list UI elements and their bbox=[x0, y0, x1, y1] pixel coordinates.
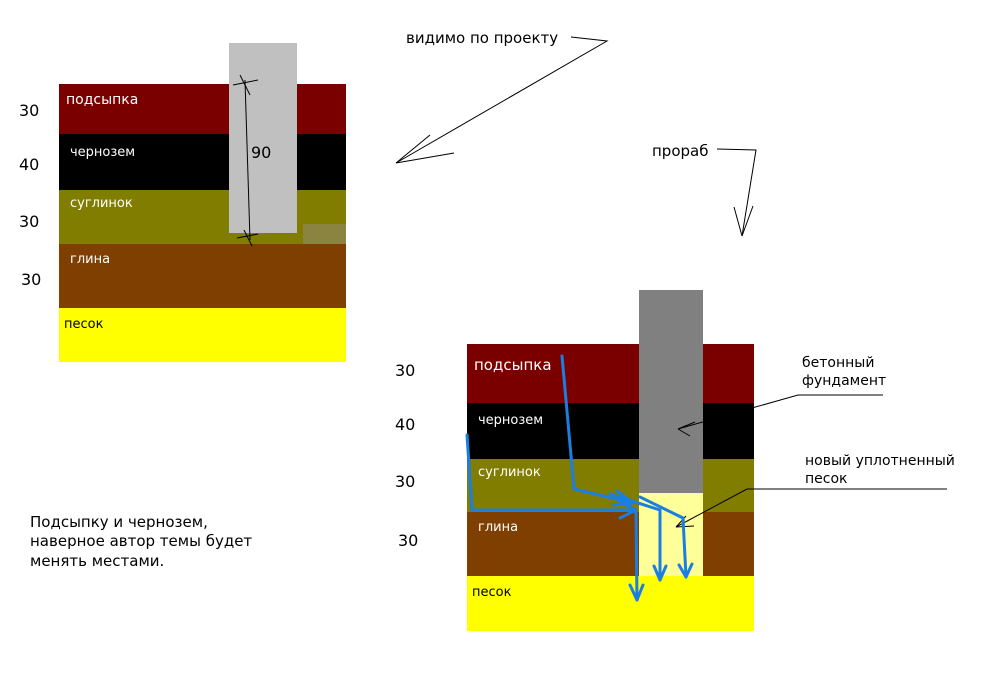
left-layer-chernozem bbox=[59, 134, 346, 190]
right-depth-fill: 30 bbox=[395, 361, 416, 380]
annotation-foreman: прораб bbox=[652, 142, 709, 160]
left-label-sand: песок bbox=[64, 317, 104, 332]
left-loam-patch bbox=[303, 224, 346, 244]
annotation-concrete-line1: бетонный bbox=[802, 355, 875, 371]
annotation-concrete-line2: фундамент bbox=[802, 373, 887, 389]
right-layer-sand bbox=[467, 576, 754, 631]
left-layer-loam bbox=[59, 190, 346, 244]
left-depth-chernozem: 40 bbox=[19, 155, 40, 174]
left-pile bbox=[229, 43, 297, 233]
right-layer-clay bbox=[467, 512, 754, 576]
right-layer-loam bbox=[467, 459, 754, 512]
annotation-sand-line1: новый уплотненный bbox=[805, 453, 955, 469]
right-depth-loam: 30 bbox=[395, 472, 416, 491]
left-layer-sand bbox=[59, 308, 346, 362]
right-label-chernozem: чернозем bbox=[478, 413, 544, 428]
right-layer-fill bbox=[467, 344, 754, 403]
concrete-leader bbox=[677, 394, 883, 437]
left-label-clay: глина bbox=[70, 252, 111, 267]
left-depth-loam: 30 bbox=[19, 212, 40, 231]
right-label-sand: песок bbox=[472, 585, 512, 600]
left-layer-clay bbox=[59, 244, 346, 308]
left-depth-clay: 30 bbox=[21, 270, 42, 289]
note-line-3: менять местами. bbox=[30, 552, 165, 570]
left-label-loam: суглинок bbox=[70, 196, 133, 211]
right-label-loam: суглинок bbox=[478, 465, 541, 480]
sand-leader bbox=[675, 488, 947, 528]
note-line-1: Подсыпку и чернозем, bbox=[30, 513, 208, 531]
water-flow-arrows bbox=[465, 354, 694, 602]
note-line-2: наверное автор темы будет bbox=[30, 532, 253, 550]
concrete-pile bbox=[639, 290, 703, 493]
right-depth-chernozem: 40 bbox=[395, 415, 416, 434]
left-label-chernozem: чернозем bbox=[70, 145, 136, 160]
annotation-sand-line2: песок bbox=[805, 471, 848, 487]
right-label-fill: подсыпка bbox=[474, 356, 552, 374]
right-layer-chernozem bbox=[467, 403, 754, 459]
pile-dimension-line bbox=[232, 74, 259, 247]
pile-length-label: 90 bbox=[251, 143, 272, 162]
right-label-clay: глина bbox=[478, 520, 519, 535]
left-depth-fill: 30 bbox=[19, 101, 40, 120]
foreman-arrow bbox=[716, 148, 757, 237]
right-depth-clay: 30 bbox=[398, 531, 419, 550]
left-label-fill: подсыпка bbox=[66, 92, 139, 108]
annotation-design: видимо по проекту bbox=[406, 29, 559, 47]
left-layer-fill bbox=[59, 84, 346, 134]
design-arrow bbox=[395, 36, 609, 164]
